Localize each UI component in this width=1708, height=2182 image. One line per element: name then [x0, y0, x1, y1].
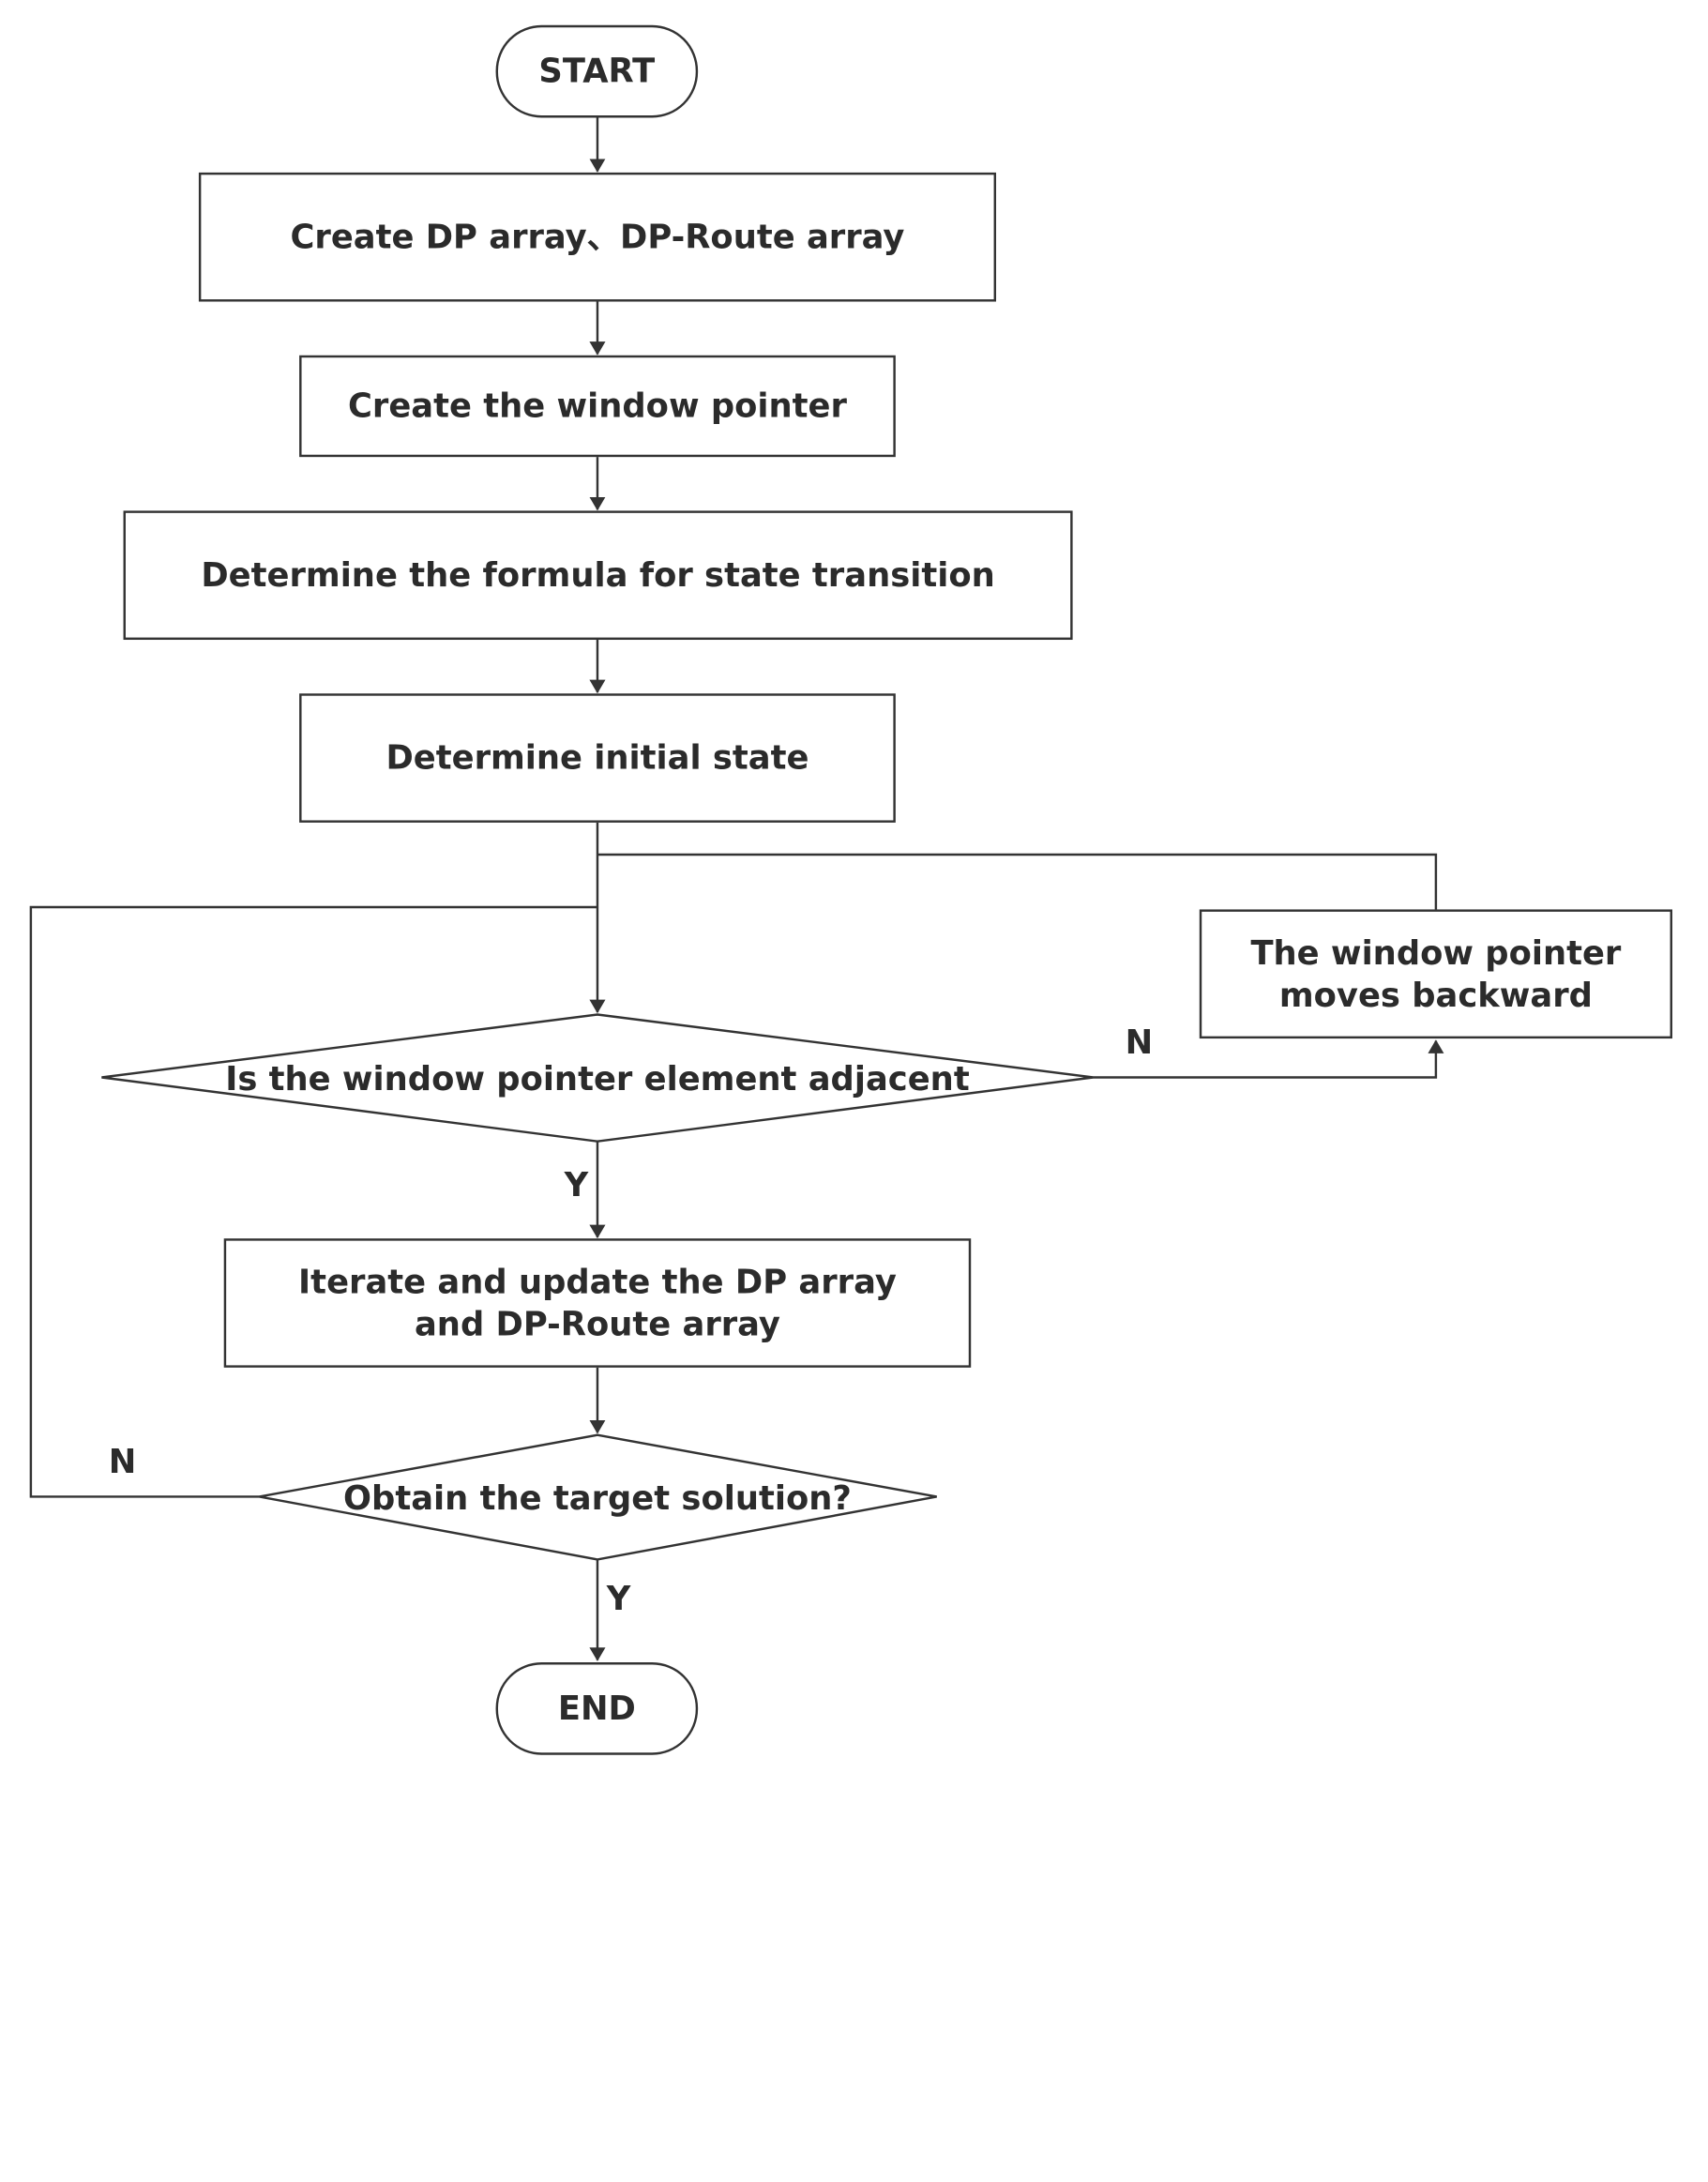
adjacent-yes-label: Y: [564, 1165, 589, 1205]
target-no-label: N: [108, 1441, 137, 1481]
target-question-label: Obtain the target solution?: [343, 1477, 852, 1518]
create-arrays-step: Create DP array、DP-Route array: [198, 172, 997, 302]
target-yes-label: Y: [606, 1579, 631, 1618]
initial-state-step: Determine initial state: [299, 693, 896, 823]
adjacent-decision: Is the window pointer element adjacent: [183, 1049, 1012, 1108]
connectors-layer: [29, 116, 1444, 1661]
iterate-update-step: Iterate and update the DP array and DP-R…: [223, 1238, 972, 1368]
target-decision: Obtain the target solution?: [311, 1468, 883, 1527]
adjacent-no-label: N: [1125, 1023, 1154, 1062]
create-pointer-label: Create the window pointer: [347, 386, 847, 426]
iterate-update-label: Iterate and update the DP array and DP-R…: [298, 1263, 897, 1343]
create-arrays-label: Create DP array、DP-Route array: [290, 217, 905, 257]
edge-target-no-loop: [29, 905, 597, 1498]
edge-moves-loop-back: [597, 853, 1438, 910]
start-label: START: [538, 52, 656, 91]
formula-step: Determine the formula for state transiti…: [123, 510, 1073, 641]
create-pointer-step: Create the window pointer: [299, 355, 896, 458]
formula-label: Determine the formula for state transiti…: [201, 555, 995, 595]
edge-adjacent-no-to-moves: [1093, 1039, 1444, 1079]
adjacent-question-label: Is the window pointer element adjacent: [225, 1058, 970, 1099]
start-terminal: START: [495, 24, 699, 118]
end-label: END: [557, 1689, 636, 1728]
pointer-moves-step: The window pointer moves backward: [1199, 909, 1673, 1039]
initial-state-label: Determine initial state: [385, 738, 809, 778]
pointer-moves-label: The window pointer moves backward: [1250, 933, 1622, 1014]
end-terminal: END: [495, 1662, 699, 1755]
